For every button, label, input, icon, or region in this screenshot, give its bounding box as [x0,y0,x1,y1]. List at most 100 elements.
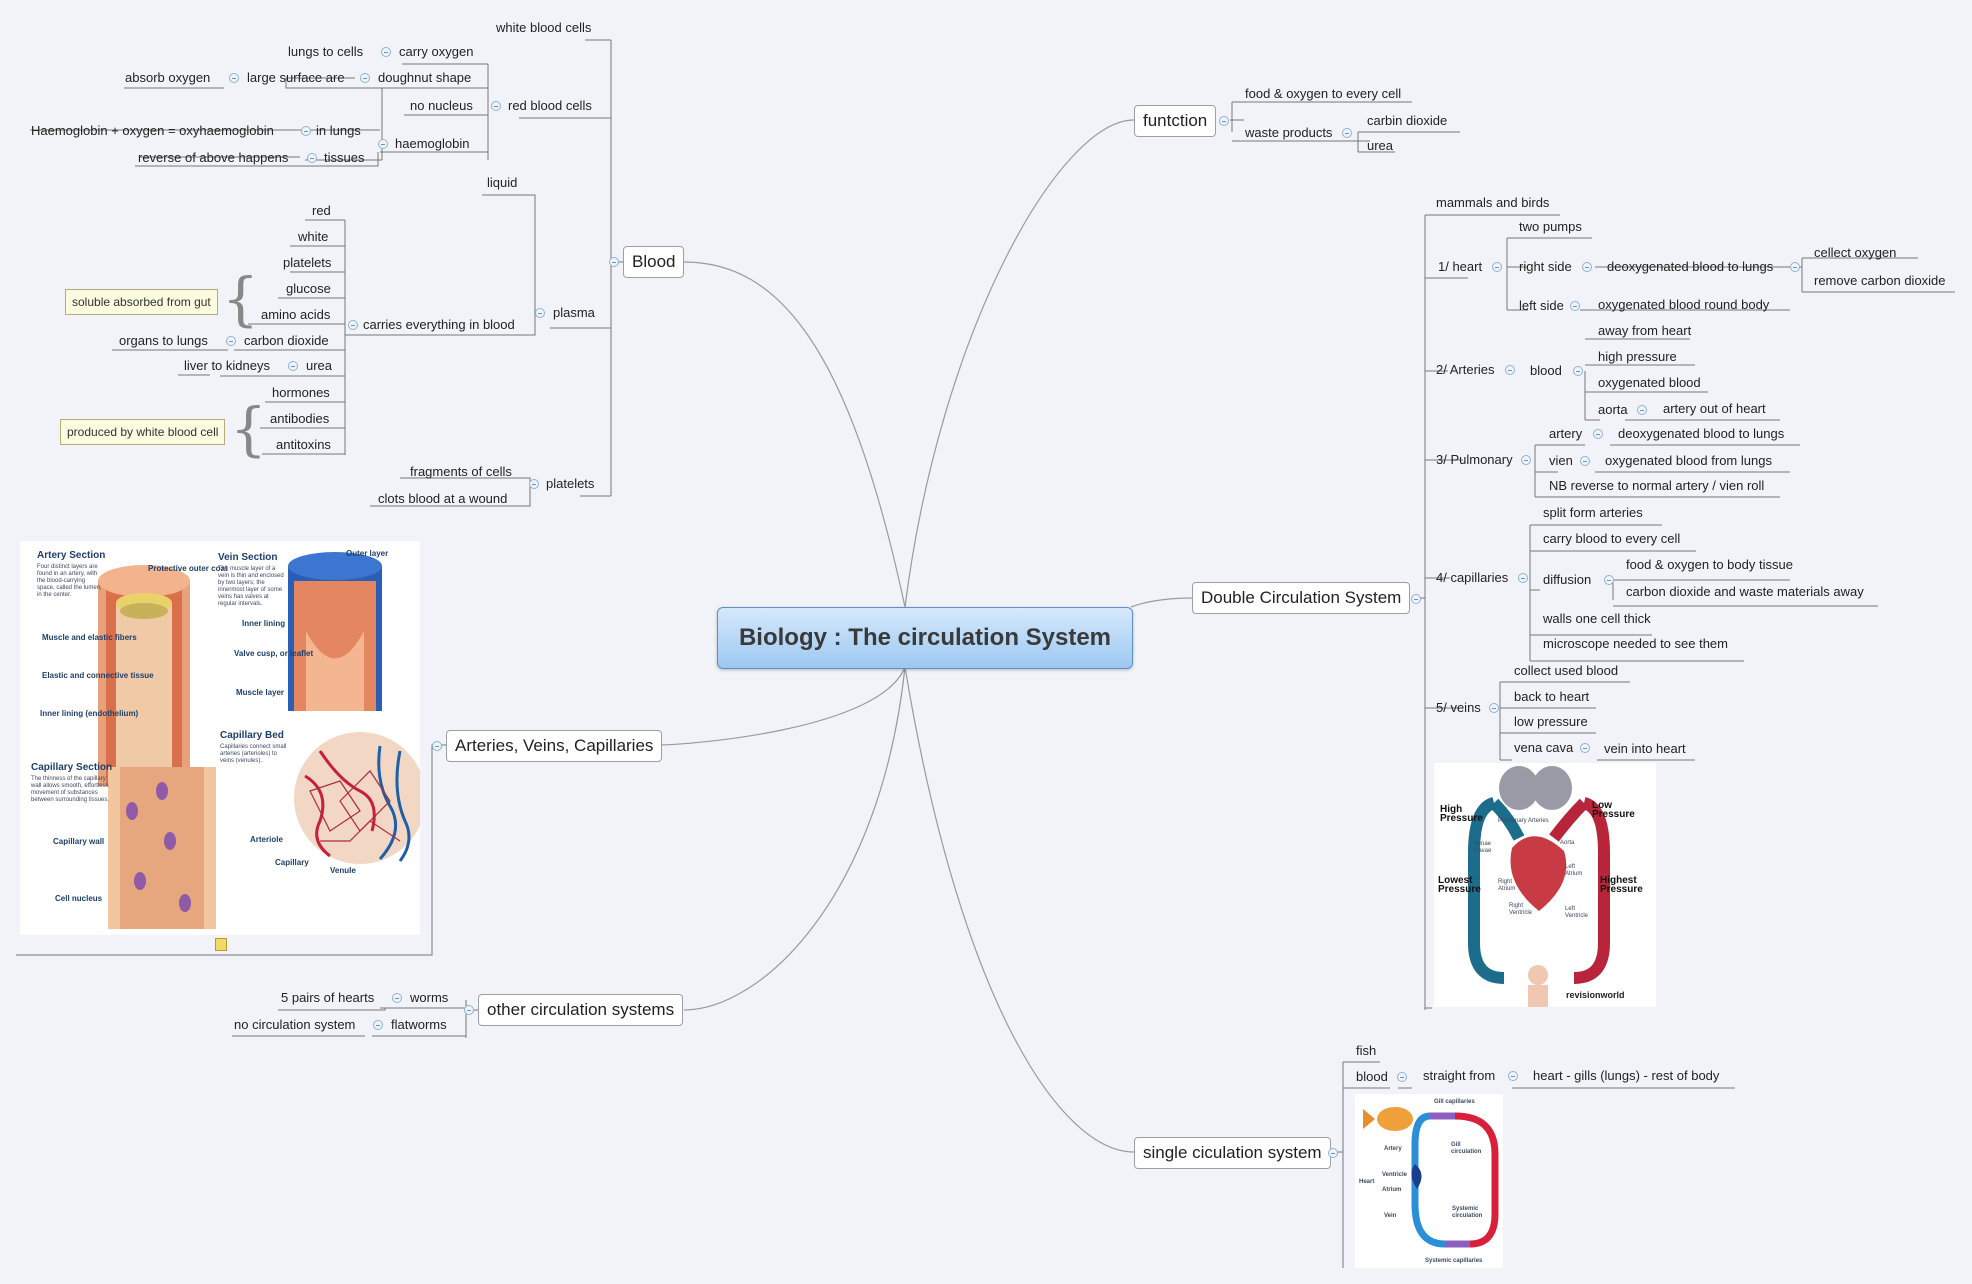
large-surface[interactable]: large surface are [247,70,345,85]
collapse-urea[interactable] [288,361,298,371]
plasma-item-antitoxins[interactable]: antitoxins [276,437,331,452]
no-nucleus[interactable]: no nucleus [410,98,473,113]
collapse-red[interactable] [491,101,501,111]
collapse-right-side[interactable] [1582,262,1592,272]
plasma-item-urea[interactable]: urea [306,358,333,373]
straight-from[interactable]: straight from [1423,1068,1496,1083]
walls-one-cell[interactable]: walls one cell thick [1543,611,1651,626]
collapse-haemoglobin[interactable] [378,139,388,149]
collapse-other[interactable] [464,1005,474,1015]
collapse-heart[interactable] [1492,262,1502,272]
topic-arteries-veins-capillaries[interactable]: Arteries, Veins, Capillaries [446,730,663,762]
topic-function[interactable]: funtction [1134,105,1217,137]
remove-carbon-dioxide[interactable]: remove carbon dioxide [1814,273,1946,288]
reverse-happens[interactable]: reverse of above happens [138,150,289,165]
tissues[interactable]: tissues [324,150,365,165]
topic-other-circulation[interactable]: other circulation systems [478,994,684,1026]
no-circulation-system[interactable]: no circulation system [234,1017,356,1032]
note-soluble-gut[interactable]: soluble absorbed from gut [65,289,218,315]
collapse-aorta[interactable] [1637,405,1647,415]
oxygenated-round-body[interactable]: oxygenated blood round body [1598,297,1770,312]
aorta[interactable]: aorta [1598,402,1628,417]
collapse-tissues[interactable] [307,153,317,163]
organs-to-lungs[interactable]: organs to lungs [119,333,208,348]
collapse-vena-cava[interactable] [1580,743,1590,753]
arteries-blood[interactable]: blood [1530,363,1562,378]
collapse-capillaries[interactable] [1518,573,1528,583]
collapse-carry[interactable] [381,47,391,57]
worms[interactable]: worms [410,990,449,1005]
plasma-item-platelets[interactable]: platelets [283,255,332,270]
fish[interactable]: fish [1356,1043,1377,1058]
collect-used-blood[interactable]: collect used blood [1514,663,1619,678]
lungs-to-cells[interactable]: lungs to cells [288,44,364,59]
red-blood-cells[interactable]: red blood cells [508,98,592,113]
food-to-body-tissue[interactable]: food & oxygen to body tissue [1626,557,1793,572]
collapse-worms[interactable] [392,993,402,1003]
vein-into-heart[interactable]: vein into heart [1604,741,1686,756]
five-pairs-hearts[interactable]: 5 pairs of hearts [281,990,375,1005]
carries-everything[interactable]: carries everything in blood [363,317,515,332]
low-pressure[interactable]: low pressure [1514,714,1588,729]
collapse-surface[interactable] [229,73,239,83]
pulmonary-vien-desc[interactable]: oxygenated blood from lungs [1605,453,1772,468]
microscope-needed[interactable]: microscope needed to see them [1543,636,1728,651]
plasma-item-carbon-dioxide[interactable]: carbon dioxide [244,333,329,348]
collapse-doughnut[interactable] [360,73,370,83]
collapse-in-lungs[interactable] [301,126,311,136]
oxyhaemoglobin-formula[interactable]: Haemoglobin + oxygen = oxyhaemoglobin [31,123,274,138]
liver-to-kidneys[interactable]: liver to kidneys [184,358,270,373]
collapse-pulmonary-vien[interactable] [1580,456,1590,466]
collapse-pulmonary-artery[interactable] [1593,429,1603,439]
topic-double-circulation[interactable]: Double Circulation System [1192,582,1411,614]
collapse-diffusion[interactable] [1604,575,1614,585]
collapse-carries[interactable] [348,320,358,330]
collapse-co2[interactable] [226,336,236,346]
topic-single-circulation[interactable]: single ciculation system [1134,1137,1331,1169]
note-white-blood-cell[interactable]: produced by white blood cell [60,419,226,445]
heart-gills-body[interactable]: heart - gills (lungs) - rest of body [1533,1068,1720,1083]
collapse-veins[interactable] [1489,703,1499,713]
platelets[interactable]: platelets [546,476,595,491]
veins-branch[interactable]: 5/ veins [1436,700,1481,715]
vena-cava[interactable]: vena cava [1514,740,1574,755]
collapse-platelets[interactable] [529,479,539,489]
plasma-item-glucose[interactable]: glucose [286,281,331,296]
away-from-heart[interactable]: away from heart [1598,323,1692,338]
nb-reverse[interactable]: NB reverse to normal artery / vien roll [1549,478,1765,493]
waste-products[interactable]: waste products [1245,125,1333,140]
left-side[interactable]: left side [1519,298,1564,313]
plasma-item-antibodies[interactable]: antibodies [270,411,330,426]
collapse-waste[interactable] [1342,128,1352,138]
single-blood[interactable]: blood [1356,1069,1388,1084]
heart-branch[interactable]: 1/ heart [1438,259,1483,274]
clots-blood[interactable]: clots blood at a wound [378,491,508,506]
pulmonary-branch[interactable]: 3/ Pulmonary [1436,452,1513,467]
oxygenated-blood[interactable]: oxygenated blood [1598,375,1701,390]
fragments-of-cells[interactable]: fragments of cells [410,464,512,479]
collapse-single[interactable] [1328,1148,1338,1158]
pulmonary-vien[interactable]: vien [1549,453,1573,468]
co2-waste-away[interactable]: carbon dioxide and waste materials away [1626,584,1864,599]
collapse-function[interactable] [1219,116,1229,126]
collapse-left-side[interactable] [1570,301,1580,311]
plasma[interactable]: plasma [553,305,595,320]
plasma-item-hormones[interactable]: hormones [272,385,330,400]
collapse-arteries-blood[interactable] [1573,366,1583,376]
food-oxygen-every-cell[interactable]: food & oxygen to every cell [1245,86,1402,101]
absorb-oxygen[interactable]: absorb oxygen [125,70,211,85]
carry-oxygen[interactable]: carry oxygen [399,44,474,59]
collapse-deoxy[interactable] [1790,262,1800,272]
collapse-avc[interactable] [432,741,442,751]
collapse-arteries[interactable] [1505,365,1515,375]
split-from-arteries[interactable]: split form arteries [1543,505,1643,520]
collect-oxygen[interactable]: cellect oxygen [1814,245,1897,260]
collapse-plasma[interactable] [535,308,545,318]
collapse-straight-from[interactable] [1508,1071,1518,1081]
capillaries-branch[interactable]: 4/ capillaries [1436,570,1509,585]
white-blood-cells[interactable]: white blood cells [496,20,592,35]
mammals-and-birds[interactable]: mammals and birds [1436,195,1550,210]
collapse-blood[interactable] [609,257,619,267]
right-side[interactable]: right side [1519,259,1572,274]
collapse-flatworms[interactable] [373,1020,383,1030]
